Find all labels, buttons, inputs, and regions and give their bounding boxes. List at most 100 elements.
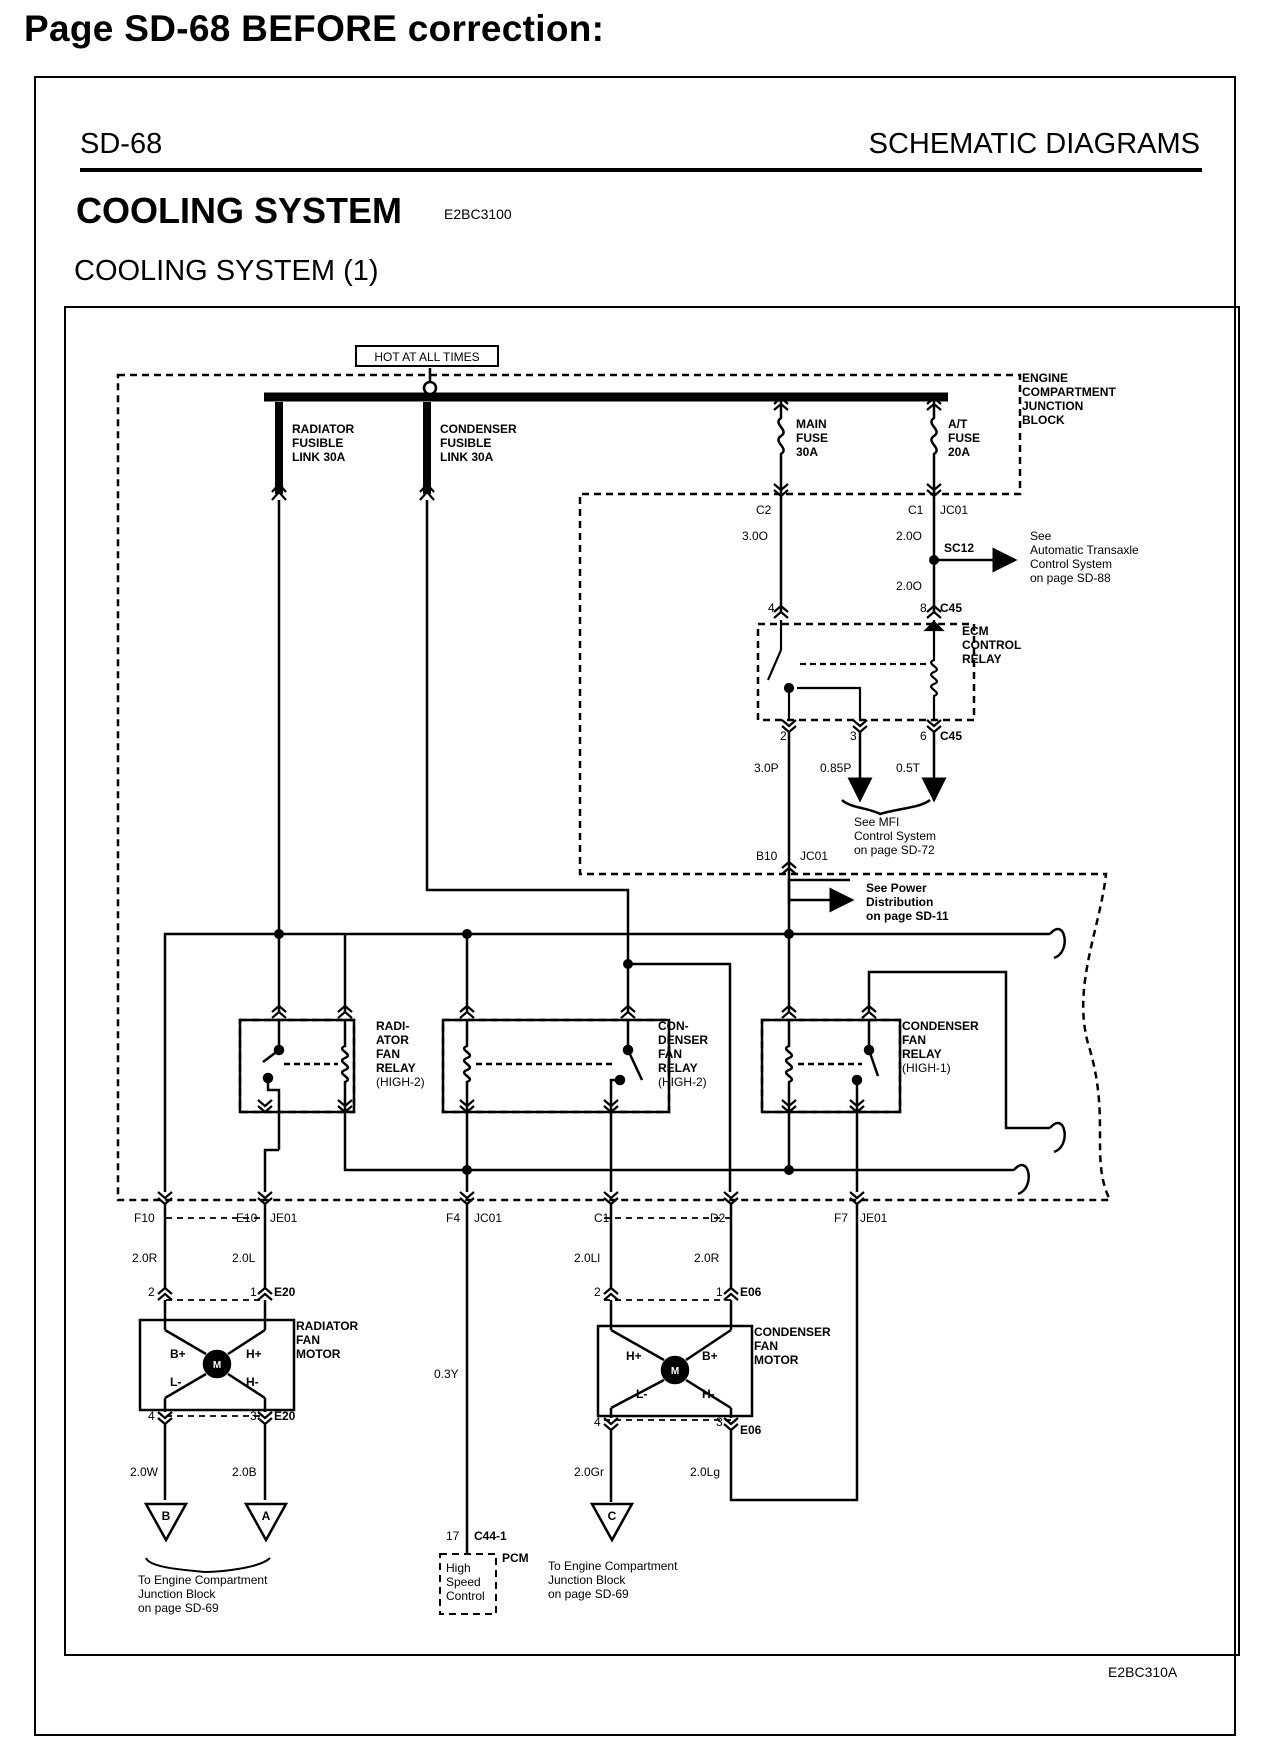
rad-motor-lminus: L- <box>170 1375 181 1389</box>
rad-motor-m: M <box>213 1360 221 1371</box>
radiator-fan-motor <box>138 1300 296 1412</box>
to-ecjb-left-3: on page SD-69 <box>138 1601 219 1615</box>
connector-a-triangle <box>243 1502 289 1543</box>
cond-motor-label-2: FAN <box>754 1339 778 1353</box>
cond-motor-bplus: B+ <box>702 1349 718 1363</box>
condenser-fan-motor <box>596 1300 754 1418</box>
ecm-relay-label-1: ECM <box>962 624 989 638</box>
rad-motor-hplus: H+ <box>246 1347 262 1361</box>
figure-code: E2BC310A <box>1108 1664 1178 1680</box>
section-code: E2BC3100 <box>444 206 512 222</box>
wire-2-0lg: 2.0Lg <box>690 1465 720 1479</box>
cond-motor-m: M <box>671 1366 679 1377</box>
wire-2-0w: 2.0W <box>130 1465 159 1479</box>
cond-motor-hplus: H+ <box>626 1349 642 1363</box>
connector-b-triangle <box>143 1502 189 1543</box>
connector-e20-bottom: E20 <box>274 1409 296 1423</box>
rad-relay-label-1: RADI- <box>376 1019 409 1033</box>
wire-0-85p: 0.85P <box>820 761 851 775</box>
pcm-label: PCM <box>502 1551 529 1565</box>
rad-motor-label-3: MOTOR <box>296 1347 341 1361</box>
connector-f10: F10 <box>134 1211 155 1225</box>
pin-6-ecm: 6 <box>920 729 927 743</box>
radiator-fan-relay-box <box>238 1018 356 1114</box>
cond-relay-label-1: CON- <box>658 1019 689 1033</box>
pin-17-pcm: 17 <box>446 1529 460 1543</box>
wire-2-0o-b: 2.0O <box>896 579 922 593</box>
ecjb-boundary <box>116 373 1113 1202</box>
rad-motor-bplus: B+ <box>170 1347 186 1361</box>
to-ecjb-right-2: Junction Block <box>548 1573 626 1587</box>
pin-1-cond-motor: 1 <box>716 1285 723 1299</box>
rad-relay-label-2: ATOR <box>376 1033 409 1047</box>
cond-fuse-label-1: CONDENSER <box>440 422 517 436</box>
see-ats-4: on page SD-88 <box>1030 571 1111 585</box>
pin-8-ecm: 8 <box>920 601 927 615</box>
at-fuse-label-3: 20A <box>948 445 970 459</box>
at-fuse-icon <box>930 400 938 494</box>
connector-jc01-bottom: JC01 <box>474 1211 502 1225</box>
cond-relay1-boundary <box>760 1018 902 1114</box>
rad-fuse-label-1: RADIATOR <box>292 422 355 436</box>
rad-relay-label-3: FAN <box>376 1047 400 1061</box>
section-subtitle: COOLING SYSTEM (1) <box>74 255 379 287</box>
connector-d2: D2 <box>710 1211 726 1225</box>
pin-3-cond-motor: 3 <box>716 1415 723 1429</box>
wire-0-3y: 0.3Y <box>434 1367 459 1381</box>
ecm-relay-label-2: CONTROL <box>962 638 1021 652</box>
pcm-box-2: Speed <box>446 1575 481 1589</box>
wire-2-0b: 2.0B <box>232 1465 257 1479</box>
connector-c2: C2 <box>756 503 772 517</box>
condenser-fan-relay-box <box>441 1018 671 1114</box>
pin-4-cond-motor: 4 <box>594 1415 601 1429</box>
cond-fuse-label-2: FUSIBLE <box>440 436 491 450</box>
wire-2-0l: 2.0L <box>232 1251 256 1265</box>
to-ecjb-left-2: Junction Block <box>138 1587 216 1601</box>
splice-sc12: SC12 <box>944 541 974 555</box>
cond-relay1-label-4: (HIGH-1) <box>902 1061 951 1075</box>
connector-c-label: C <box>608 1509 617 1523</box>
header-page-number: SD-68 <box>80 128 163 160</box>
connector-c45-top: C45 <box>940 601 962 615</box>
wire-2-0r-b: 2.0R <box>694 1251 720 1265</box>
pin-4-rad-motor: 4 <box>148 1409 155 1423</box>
pin-3-ecm: 3 <box>850 729 857 743</box>
wire-2-0gr: 2.0Gr <box>574 1465 604 1479</box>
ecjb-label-3: JUNCTION <box>1022 399 1083 413</box>
page-heading: Page SD-68 BEFORE correction: <box>24 8 605 49</box>
at-fuse-label-1: A/T <box>948 417 968 431</box>
connector-je01-right: JE01 <box>860 1211 888 1225</box>
connector-c1-bottom: C1 <box>594 1211 610 1225</box>
connector-c44-1: C44-1 <box>474 1529 507 1543</box>
see-mfi-1: See MFI <box>854 815 899 829</box>
pcm-box-1: High <box>446 1561 471 1575</box>
rad-motor-label-1: RADIATOR <box>296 1319 359 1333</box>
see-power-2: Distribution <box>866 895 933 909</box>
rad-relay-boundary <box>238 1018 356 1114</box>
pin-3-rad-motor: 3 <box>250 1409 257 1423</box>
cond-relay1-label-1: CONDENSER <box>902 1019 979 1033</box>
see-ats-3: Control System <box>1030 557 1112 571</box>
pin-1-rad-motor: 1 <box>250 1285 257 1299</box>
section-title: COOLING SYSTEM <box>76 190 403 231</box>
pcm-box-3: Control <box>446 1589 485 1603</box>
pin-2-rad-motor: 2 <box>148 1285 155 1299</box>
see-mfi-2: Control System <box>854 829 936 843</box>
diagram-frame <box>64 306 1240 1656</box>
ecjb-label-2: COMPARTMENT <box>1022 385 1116 399</box>
cond-motor-label-1: CONDENSER <box>754 1325 831 1339</box>
cond-relay-label-3: FAN <box>658 1047 682 1061</box>
rad-motor-hminus: H- <box>246 1375 259 1389</box>
rad-motor-label-2: FAN <box>296 1333 320 1347</box>
connector-jc01-top: JC01 <box>940 503 968 517</box>
main-fuse-label-2: FUSE <box>796 431 828 445</box>
rad-relay-label-4: RELAY <box>376 1061 416 1075</box>
main-fuse-label-3: 30A <box>796 445 818 459</box>
rad-fuse-label-3: LINK 30A <box>292 450 346 464</box>
connector-je01-left: JE01 <box>270 1211 298 1225</box>
wire-3-0o: 3.0O <box>742 529 768 543</box>
see-ats-1: See <box>1030 529 1052 543</box>
rad-relay-label-5: (HIGH-2) <box>376 1075 425 1089</box>
cond-relay-label-2: DENSER <box>658 1033 708 1047</box>
